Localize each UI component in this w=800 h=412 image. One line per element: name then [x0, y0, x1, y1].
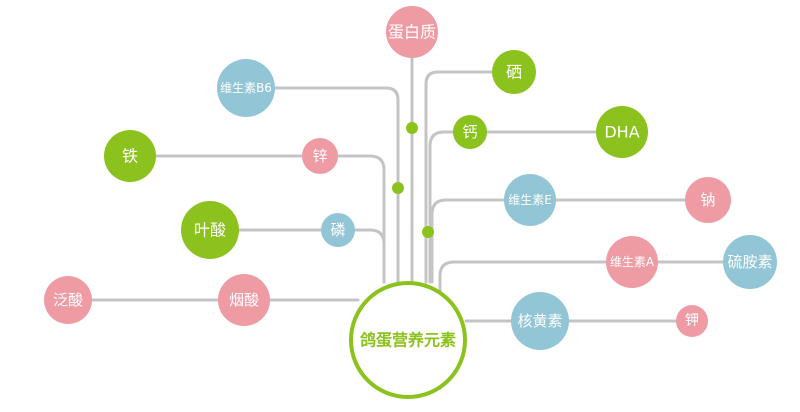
connector-selenium: [424, 70, 516, 284]
junction-dot: [422, 226, 434, 238]
center-label: 鸽蛋营养元素: [360, 331, 456, 350]
node-label-dha: DHA: [604, 123, 639, 142]
node-circle-niacin: [218, 274, 270, 326]
node-circle-protein: [386, 6, 438, 58]
junction-dot: [406, 122, 418, 134]
node-circle-vite: [504, 174, 556, 226]
node-circle-phosphorus: [321, 213, 355, 247]
node-label-iron: 铁: [122, 147, 138, 166]
node-label-folic: 叶酸: [194, 221, 226, 240]
node-label-zinc: 锌: [312, 147, 327, 165]
node-circle-thiamine: [723, 235, 777, 289]
center-node: 鸽蛋营养元素: [349, 281, 467, 399]
node-calcium: 钙: [453, 115, 487, 149]
node-circle-calcium: [453, 115, 487, 149]
node-label-riboflavin: 核黄素: [517, 312, 562, 330]
node-label-phosphorus: 磷: [330, 221, 345, 239]
node-thiamine: 硫胺素: [723, 235, 777, 289]
center-circle: [349, 281, 467, 399]
junction-dots: [392, 122, 434, 238]
connector-phosphorus: [336, 228, 386, 284]
node-label-vitb6: 维生素B6: [220, 81, 272, 95]
node-phosphorus: 磷: [321, 213, 355, 247]
node-folic: 叶酸: [181, 201, 239, 259]
node-sodium: 钠: [685, 177, 731, 223]
node-iron: 铁: [104, 130, 156, 182]
node-vitb6: 维生素B6: [217, 59, 275, 117]
node-circle-riboflavin: [511, 292, 569, 350]
node-circle-pantothenic: [44, 276, 92, 324]
connector-calcium: [428, 130, 472, 284]
connector-zinc: [318, 154, 386, 284]
node-pantothenic: 泛酸: [44, 276, 92, 324]
node-potassium: 钾: [676, 305, 708, 337]
node-label-thiamine: 硫胺素: [727, 253, 772, 271]
node-label-calcium: 钙: [462, 123, 477, 141]
node-circle-selenium: [492, 50, 536, 94]
node-circle-vitb6: [217, 59, 275, 117]
node-vite: 维生素E: [504, 174, 556, 226]
node-circle-zinc: [302, 138, 338, 174]
node-label-selenium: 硒: [506, 63, 522, 82]
connector-vita: [438, 260, 634, 296]
node-circle-potassium: [676, 305, 708, 337]
node-circle-sodium: [685, 177, 731, 223]
node-label-protein: 蛋白质: [388, 23, 436, 42]
node-riboflavin: 核黄素: [511, 292, 569, 350]
node-circle-dha: [596, 106, 648, 158]
node-circle-iron: [104, 130, 156, 182]
node-label-sodium: 钠: [700, 191, 715, 209]
node-dha: DHA: [596, 106, 648, 158]
node-niacin: 烟酸: [218, 274, 270, 326]
node-selenium: 硒: [492, 50, 536, 94]
node-zinc: 锌: [302, 138, 338, 174]
node-label-potassium: 钾: [685, 313, 699, 329]
node-protein: 蛋白质: [386, 6, 438, 58]
node-label-niacin: 烟酸: [229, 291, 259, 309]
node-label-vite: 维生素E: [508, 193, 552, 207]
junction-dot: [392, 182, 404, 194]
node-label-vita: 维生素A: [610, 255, 655, 269]
node-circle-vita: [606, 236, 658, 288]
connector-vitb6: [244, 86, 400, 284]
node-circle-folic: [181, 201, 239, 259]
node-label-pantothenic: 泛酸: [53, 291, 83, 309]
connector-vite: [430, 198, 532, 284]
node-vita: 维生素A: [606, 236, 658, 288]
